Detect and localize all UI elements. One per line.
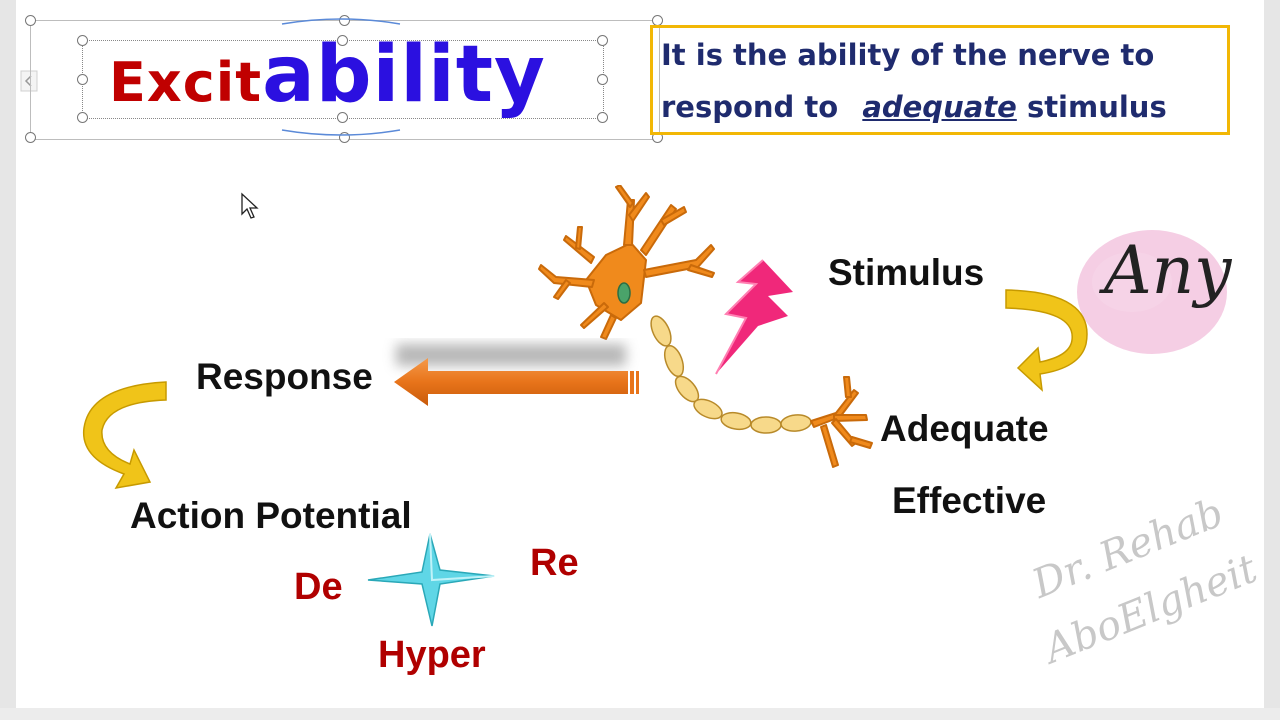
title-selection-box[interactable] (25, 15, 663, 143)
definition-respond: respond to (661, 90, 839, 124)
response-label: Response (196, 356, 373, 397)
definition-line-1: It is the ability of the nerve to (661, 38, 1155, 72)
definition-line-2: respond to adequate stimulus (661, 90, 1167, 124)
neuron-icon (538, 185, 873, 468)
title-text-box[interactable] (77, 35, 608, 123)
resize-handle[interactable] (337, 112, 348, 123)
adequate-label: Adequate (880, 408, 1049, 449)
curved-arrow-icon (1005, 289, 1088, 392)
response-arrow-icon (394, 344, 639, 406)
resize-handle[interactable] (339, 132, 350, 143)
rotation-guides (281, 18, 401, 136)
curved-arrow-icon (82, 381, 167, 490)
re-label: Re (530, 542, 579, 584)
resize-handle[interactable] (25, 132, 36, 143)
resize-handle[interactable] (597, 35, 608, 46)
resize-handle[interactable] (597, 112, 608, 123)
slide-title: Excitability (109, 30, 546, 120)
stimulus-label: Stimulus (828, 252, 985, 293)
resize-handle[interactable] (77, 112, 88, 123)
definition-stimulus: stimulus (1026, 90, 1167, 124)
chevron-left-icon[interactable] (20, 70, 38, 92)
resize-handle[interactable] (25, 15, 36, 26)
four-point-star-icon (367, 533, 495, 627)
action-potential-label: Action Potential (130, 495, 412, 536)
resize-handle[interactable] (339, 15, 350, 26)
hyper-label: Hyper (378, 634, 486, 676)
any-highlight-blob (1077, 230, 1227, 354)
resize-handle[interactable] (337, 35, 348, 46)
slide-canvas: Excitability It is the ability of the ne… (16, 0, 1264, 708)
title-excit: Excit (109, 51, 263, 114)
title-ability: ability (262, 30, 546, 120)
mouse-pointer-icon (241, 192, 259, 219)
de-label: De (294, 566, 343, 608)
effective-label: Effective (892, 480, 1047, 521)
resize-handle[interactable] (77, 74, 88, 85)
any-label: Any (1104, 232, 1232, 309)
lightning-bolt-icon (715, 259, 793, 375)
window-bottom-edge (0, 708, 1280, 720)
resize-handle[interactable] (597, 74, 608, 85)
definition-box: It is the ability of the nerve to respon… (650, 25, 1230, 135)
definition-adequate: adequate (862, 90, 1017, 124)
resize-handle[interactable] (77, 35, 88, 46)
